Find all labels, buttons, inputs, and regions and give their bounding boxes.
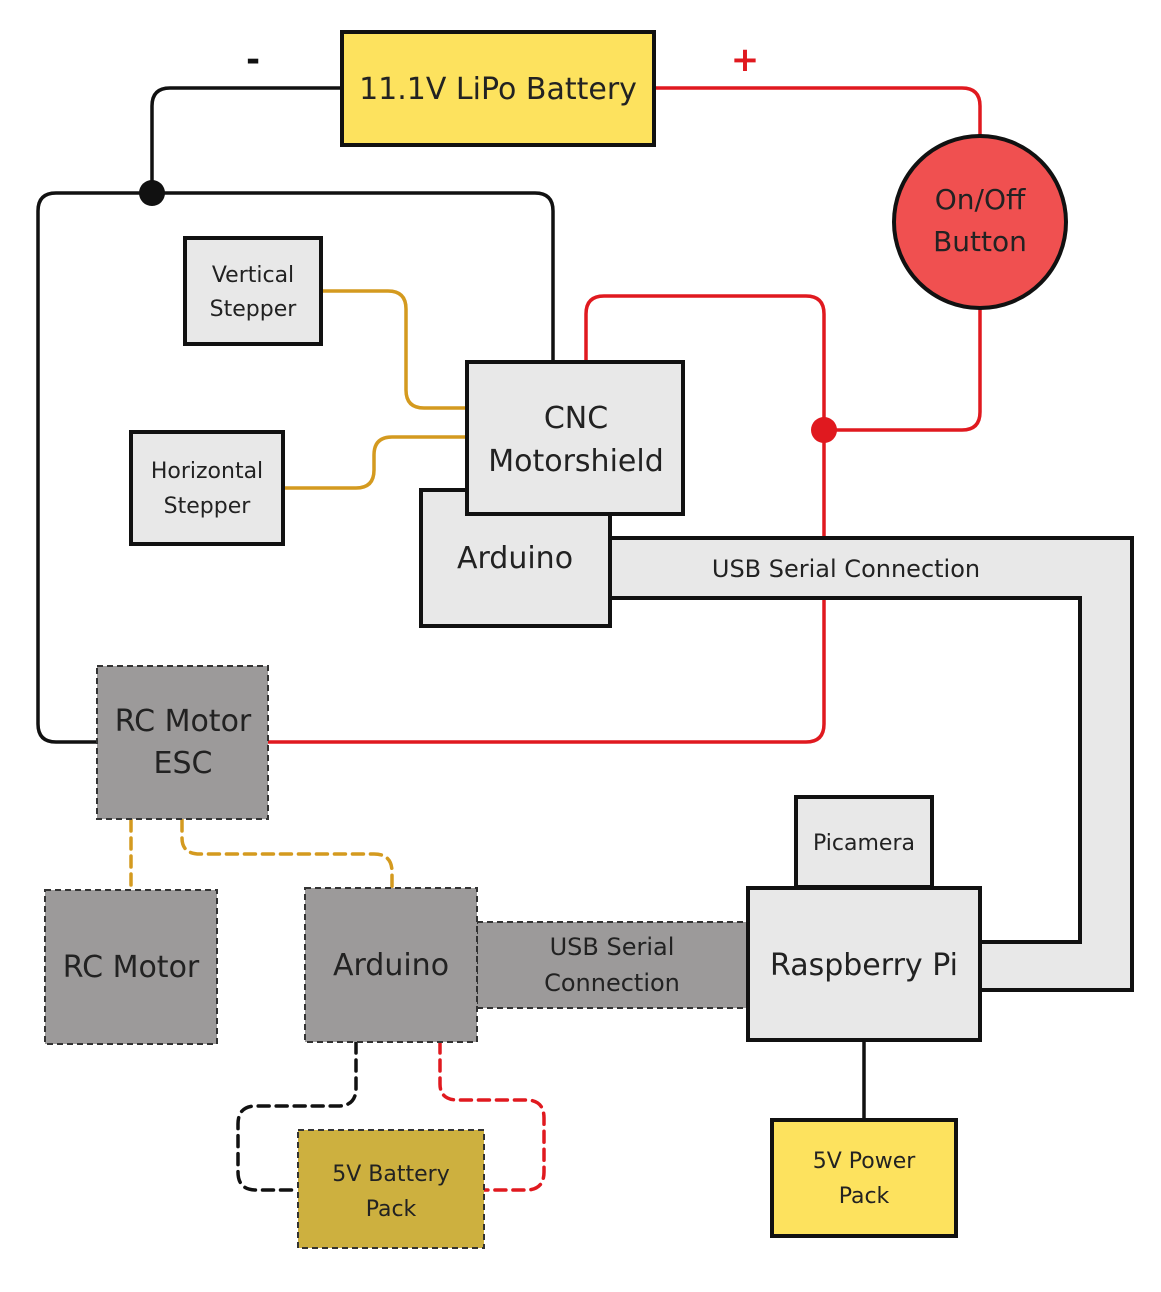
wire-battery-negative xyxy=(150,86,344,195)
lipo-battery: 11.1V LiPo Battery xyxy=(340,30,656,147)
wires xyxy=(36,86,982,1192)
wire-ground-bus-esc xyxy=(36,191,154,744)
rc-motor-esc: RC Motor ESC xyxy=(96,665,269,820)
usb-serial-label-bottom-1: USB Serial xyxy=(550,933,675,961)
power-junction-dot xyxy=(811,417,837,443)
arduino-top-label: Arduino xyxy=(457,541,573,576)
usb-cable-top xyxy=(609,538,1132,990)
on-off-button-label-2: Button xyxy=(933,225,1027,258)
wire-battery-positive xyxy=(652,86,982,142)
wire-pack-positive xyxy=(438,1040,546,1192)
battery-negative-sign: - xyxy=(246,40,260,80)
battery-pack-5v: 5V Battery Pack xyxy=(297,1129,485,1249)
picamera: Picamera xyxy=(794,795,934,889)
battery-pack-label-2: Pack xyxy=(366,1197,417,1222)
vertical-stepper-label-2: Stepper xyxy=(210,297,298,322)
wire-switch-to-junction xyxy=(822,304,982,432)
cnc-motorshield-label-2: Motorshield xyxy=(488,444,664,479)
usb-cable-top-outer-edge xyxy=(609,536,1134,992)
wire-junction-to-esc xyxy=(266,596,826,744)
cnc-motorshield: CNC Motorshield xyxy=(465,360,685,516)
rc-motor-label: RC Motor xyxy=(63,950,200,985)
horizontal-stepper: Horizontal Stepper xyxy=(129,430,285,546)
wire-vertical-stepper xyxy=(319,289,469,410)
wire-horizontal-stepper xyxy=(281,435,469,490)
wire-ground-bus-cnc xyxy=(150,191,555,362)
rc-motor-esc-label-2: ESC xyxy=(154,746,213,781)
usb-cable-top-inner-edge xyxy=(609,596,1082,944)
usb-cable-bottom xyxy=(476,921,748,1009)
cnc-motorshield-label-1: CNC xyxy=(544,401,608,436)
rc-motor: RC Motor xyxy=(44,889,218,1045)
power-pack-5v: 5V Power Pack xyxy=(770,1118,958,1238)
usb-serial-label-top: USB Serial Connection xyxy=(712,555,980,583)
usb-serial-label-bottom-2: Connection xyxy=(544,969,680,997)
battery-pack-label-1: 5V Battery xyxy=(332,1162,449,1187)
raspberry-pi-label: Raspberry Pi xyxy=(770,948,958,983)
wire-junction-to-cnc xyxy=(584,294,826,432)
wire-esc-to-arduino xyxy=(180,818,394,890)
wire-pack-negative xyxy=(236,1040,358,1192)
picamera-label: Picamera xyxy=(813,831,915,856)
lipo-battery-label: 11.1V LiPo Battery xyxy=(359,72,637,107)
vertical-stepper: Vertical Stepper xyxy=(183,236,323,346)
arduino-bottom: Arduino xyxy=(304,887,478,1043)
vertical-stepper-label-1: Vertical xyxy=(212,263,294,288)
raspberry-pi: Raspberry Pi xyxy=(746,886,982,1042)
power-pack-label-2: Pack xyxy=(839,1184,890,1209)
battery-positive-sign: + xyxy=(731,40,760,80)
ground-junction-dot xyxy=(139,180,165,206)
horizontal-stepper-label-1: Horizontal xyxy=(151,459,263,484)
rc-motor-esc-label-1: RC Motor xyxy=(115,704,252,739)
power-pack-label-1: 5V Power xyxy=(813,1149,917,1174)
horizontal-stepper-label-2: Stepper xyxy=(164,494,252,519)
arduino-bottom-label: Arduino xyxy=(333,948,449,983)
on-off-button-label-1: On/Off xyxy=(935,183,1026,216)
on-off-button: On/Off Button xyxy=(892,134,1068,310)
